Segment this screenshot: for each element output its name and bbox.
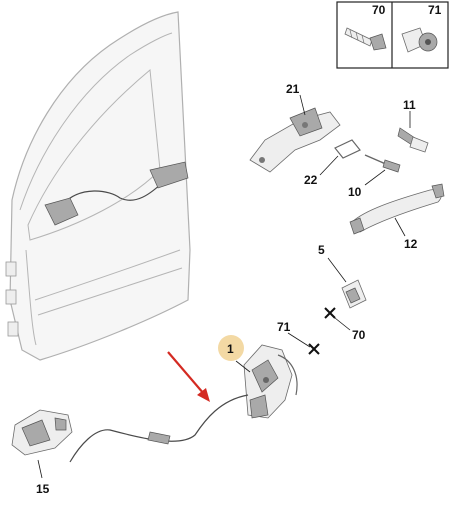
label-15: 15 [36, 482, 50, 496]
label-71-box: 71 [428, 3, 442, 17]
clip-71-icon [401, 27, 438, 53]
label-70: 70 [352, 328, 366, 342]
label-22: 22 [304, 173, 318, 187]
label-1: 1 [227, 342, 234, 356]
screw-70-icon [344, 27, 387, 51]
label-70-box: 70 [372, 3, 386, 17]
front-door-panel [5, 11, 191, 361]
label-21: 21 [286, 82, 300, 96]
lock-cylinder-11 [397, 127, 429, 153]
label-10: 10 [348, 185, 362, 199]
gasket-22 [334, 139, 361, 159]
rod-10 [364, 154, 401, 173]
fastener-marker-70 [324, 307, 336, 319]
label-5: 5 [318, 243, 325, 257]
interior-handle-15 [11, 409, 73, 456]
label-11: 11 [403, 98, 416, 112]
lock-mechanism-1 [243, 344, 298, 419]
exterior-handle-12 [349, 183, 445, 235]
striker-5 [341, 279, 367, 309]
fastener-marker-71 [308, 343, 320, 355]
handle-bracket-21 [249, 107, 341, 173]
label-71: 71 [277, 320, 291, 334]
part-1-highlight: 1 [218, 335, 244, 361]
label-12: 12 [404, 237, 418, 251]
red-arrow-icon [167, 351, 210, 402]
release-cable [69, 394, 249, 463]
fastener-detail-box: 70 71 [336, 1, 449, 69]
